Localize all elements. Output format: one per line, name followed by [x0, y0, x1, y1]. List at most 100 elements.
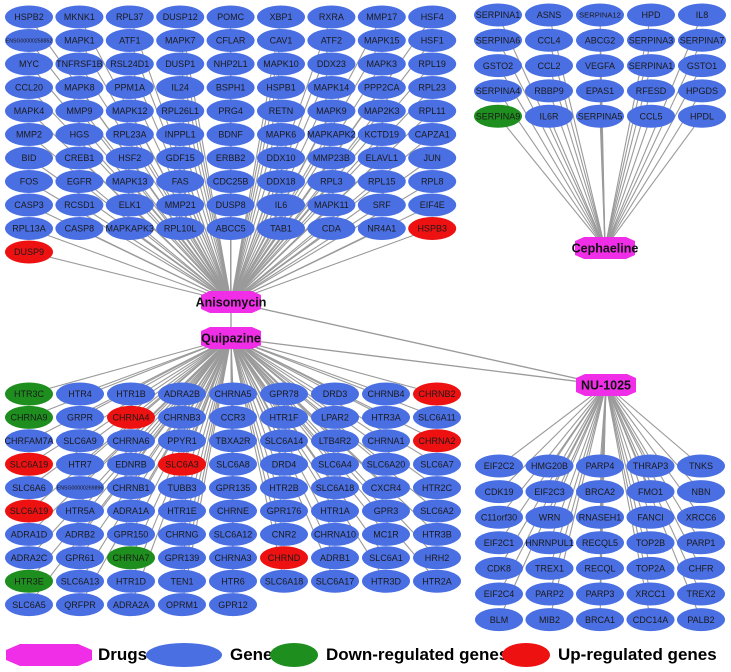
gene-node[interactable]: RXRA	[307, 5, 356, 29]
gene-node[interactable]: TOP2B	[626, 531, 675, 555]
gene-node[interactable]: SLC6A19	[5, 499, 53, 523]
gene-node[interactable]: EGFR	[55, 170, 104, 193]
gene-node[interactable]: CCL5	[627, 104, 675, 128]
gene-node[interactable]: MAPK9	[307, 99, 356, 123]
gene-node[interactable]: DDX18	[257, 170, 305, 193]
gene-node[interactable]: CHRNA10	[311, 522, 359, 546]
gene-node[interactable]: HPD	[627, 3, 675, 27]
gene-node[interactable]: TEN1	[158, 569, 206, 593]
gene-node[interactable]: GPR12	[209, 593, 257, 617]
gene-node[interactable]: MAPK15	[357, 29, 406, 52]
gene-node[interactable]: HTR1E	[158, 499, 206, 523]
gene-node[interactable]: MAPK11	[307, 193, 356, 217]
gene-node[interactable]: RPL15	[357, 170, 406, 193]
gene-node[interactable]: CHRNB1	[107, 476, 155, 500]
gene-node[interactable]: DUSP9	[5, 240, 53, 264]
gene-node[interactable]: GSTO2	[474, 54, 522, 78]
gene-node[interactable]: PARP2	[525, 582, 574, 606]
gene-node[interactable]: CHRNA9	[5, 405, 53, 429]
gene-node[interactable]: CCL4	[525, 28, 573, 52]
gene-node[interactable]: TOP2A	[626, 556, 675, 580]
gene-node[interactable]: RPL10L	[156, 217, 205, 240]
gene-node[interactable]: HSPB1	[257, 76, 305, 99]
gene-node[interactable]: RNASEH1	[576, 505, 624, 529]
gene-node[interactable]: THRAP3	[626, 454, 675, 478]
gene-node[interactable]: CASP8	[55, 217, 104, 240]
gene-node[interactable]: MAPK3	[357, 52, 406, 76]
gene-node[interactable]: MC1R	[362, 522, 410, 546]
gene-node[interactable]: CHRNB2	[413, 382, 461, 406]
gene-node[interactable]: MAPK10	[257, 52, 305, 76]
gene-node[interactable]: SLC6A18	[311, 476, 359, 500]
gene-node[interactable]: LPAR2	[311, 405, 359, 429]
gene-node[interactable]: HTR5A	[56, 499, 104, 523]
gene-node[interactable]: RPL13A	[5, 217, 53, 240]
gene-node[interactable]: MMP21	[156, 193, 205, 217]
gene-node[interactable]: MAPK14	[307, 76, 356, 99]
gene-node[interactable]: HSF4	[408, 5, 457, 29]
gene-node[interactable]: RSL24D1	[105, 52, 154, 76]
gene-node[interactable]: DRD3	[311, 382, 359, 406]
gene-node[interactable]: GPR150	[107, 522, 155, 546]
gene-node[interactable]: ATF2	[307, 29, 356, 52]
gene-node[interactable]: ADRA2C	[5, 546, 53, 570]
gene-node[interactable]: FANCI	[626, 505, 675, 529]
gene-node[interactable]: CDC25B	[206, 170, 255, 193]
gene-node[interactable]: RECQL	[576, 556, 624, 580]
gene-node[interactable]: SLC6A20	[362, 452, 410, 476]
gene-node[interactable]: HGS	[55, 123, 104, 146]
gene-node[interactable]: ENSG00000269896	[56, 476, 104, 500]
gene-node[interactable]: HTR1F	[260, 405, 308, 429]
gene-node[interactable]: SERPINA1	[474, 3, 522, 27]
gene-node[interactable]: TBXA2R	[209, 429, 257, 453]
gene-node[interactable]: BSPH1	[206, 76, 255, 99]
gene-node[interactable]: MIB2	[525, 608, 574, 632]
gene-node[interactable]: GRPR	[56, 405, 104, 429]
gene-node[interactable]: MAPK6	[257, 123, 305, 146]
gene-node[interactable]: CHRNB4	[362, 382, 410, 406]
gene-node[interactable]: DDX10	[257, 146, 305, 170]
gene-node[interactable]: MMP9	[55, 99, 104, 123]
gene-node[interactable]: ADRB1	[311, 546, 359, 570]
gene-node[interactable]: RPL26L1	[156, 99, 205, 123]
gene-node[interactable]: GPR78	[260, 382, 308, 406]
gene-node[interactable]: POMC	[206, 5, 255, 29]
gene-node[interactable]: PARP1	[677, 531, 725, 555]
gene-node[interactable]: IL6R	[525, 104, 573, 128]
gene-node[interactable]: HTR3A	[362, 405, 410, 429]
gene-node[interactable]: RECQL5	[576, 531, 624, 555]
gene-node[interactable]: HSF1	[408, 29, 457, 52]
gene-node[interactable]: CASP3	[5, 193, 53, 217]
gene-node[interactable]: HTR3C	[5, 382, 53, 406]
gene-node[interactable]: HNRNPUL1	[525, 531, 574, 555]
gene-node[interactable]: KCTD19	[357, 123, 406, 146]
gene-node[interactable]: HTR2C	[413, 476, 461, 500]
gene-node[interactable]: C11orf30	[475, 505, 523, 529]
gene-node[interactable]: RCSD1	[55, 193, 104, 217]
gene-node[interactable]: CDC14A	[626, 608, 675, 632]
gene-node[interactable]: CHRNA2	[413, 429, 461, 453]
gene-node[interactable]: BDNF	[206, 123, 255, 146]
gene-node[interactable]: DDX23	[307, 52, 356, 76]
gene-node[interactable]: RPL11	[408, 99, 457, 123]
gene-node[interactable]: HTR3B	[413, 522, 461, 546]
gene-node[interactable]: EIF2C1	[475, 531, 523, 555]
gene-node[interactable]: GPR135	[209, 476, 257, 500]
gene-node[interactable]: SLC6A18	[260, 569, 308, 593]
gene-node[interactable]: HTR1B	[107, 382, 155, 406]
gene-node[interactable]: MMP2	[5, 123, 53, 146]
gene-node[interactable]: ELAVL1	[357, 146, 406, 170]
gene-node[interactable]: BRCA1	[576, 608, 624, 632]
gene-node[interactable]: SLC6A17	[311, 569, 359, 593]
gene-node[interactable]: ATF1	[105, 29, 154, 52]
gene-node[interactable]: CHRNA7	[107, 546, 155, 570]
gene-node[interactable]: SLC6A4	[311, 452, 359, 476]
gene-node[interactable]: HTR7	[56, 452, 104, 476]
gene-node[interactable]: CHRNG	[158, 522, 206, 546]
gene-node[interactable]: RPL23A	[105, 123, 154, 146]
gene-node[interactable]: XRCC1	[626, 582, 675, 606]
gene-node[interactable]: FMO1	[626, 480, 675, 504]
gene-node[interactable]: ADRA1D	[5, 522, 53, 546]
gene-node[interactable]: SLC6A8	[209, 452, 257, 476]
gene-node[interactable]: SLC6A2	[413, 499, 461, 523]
